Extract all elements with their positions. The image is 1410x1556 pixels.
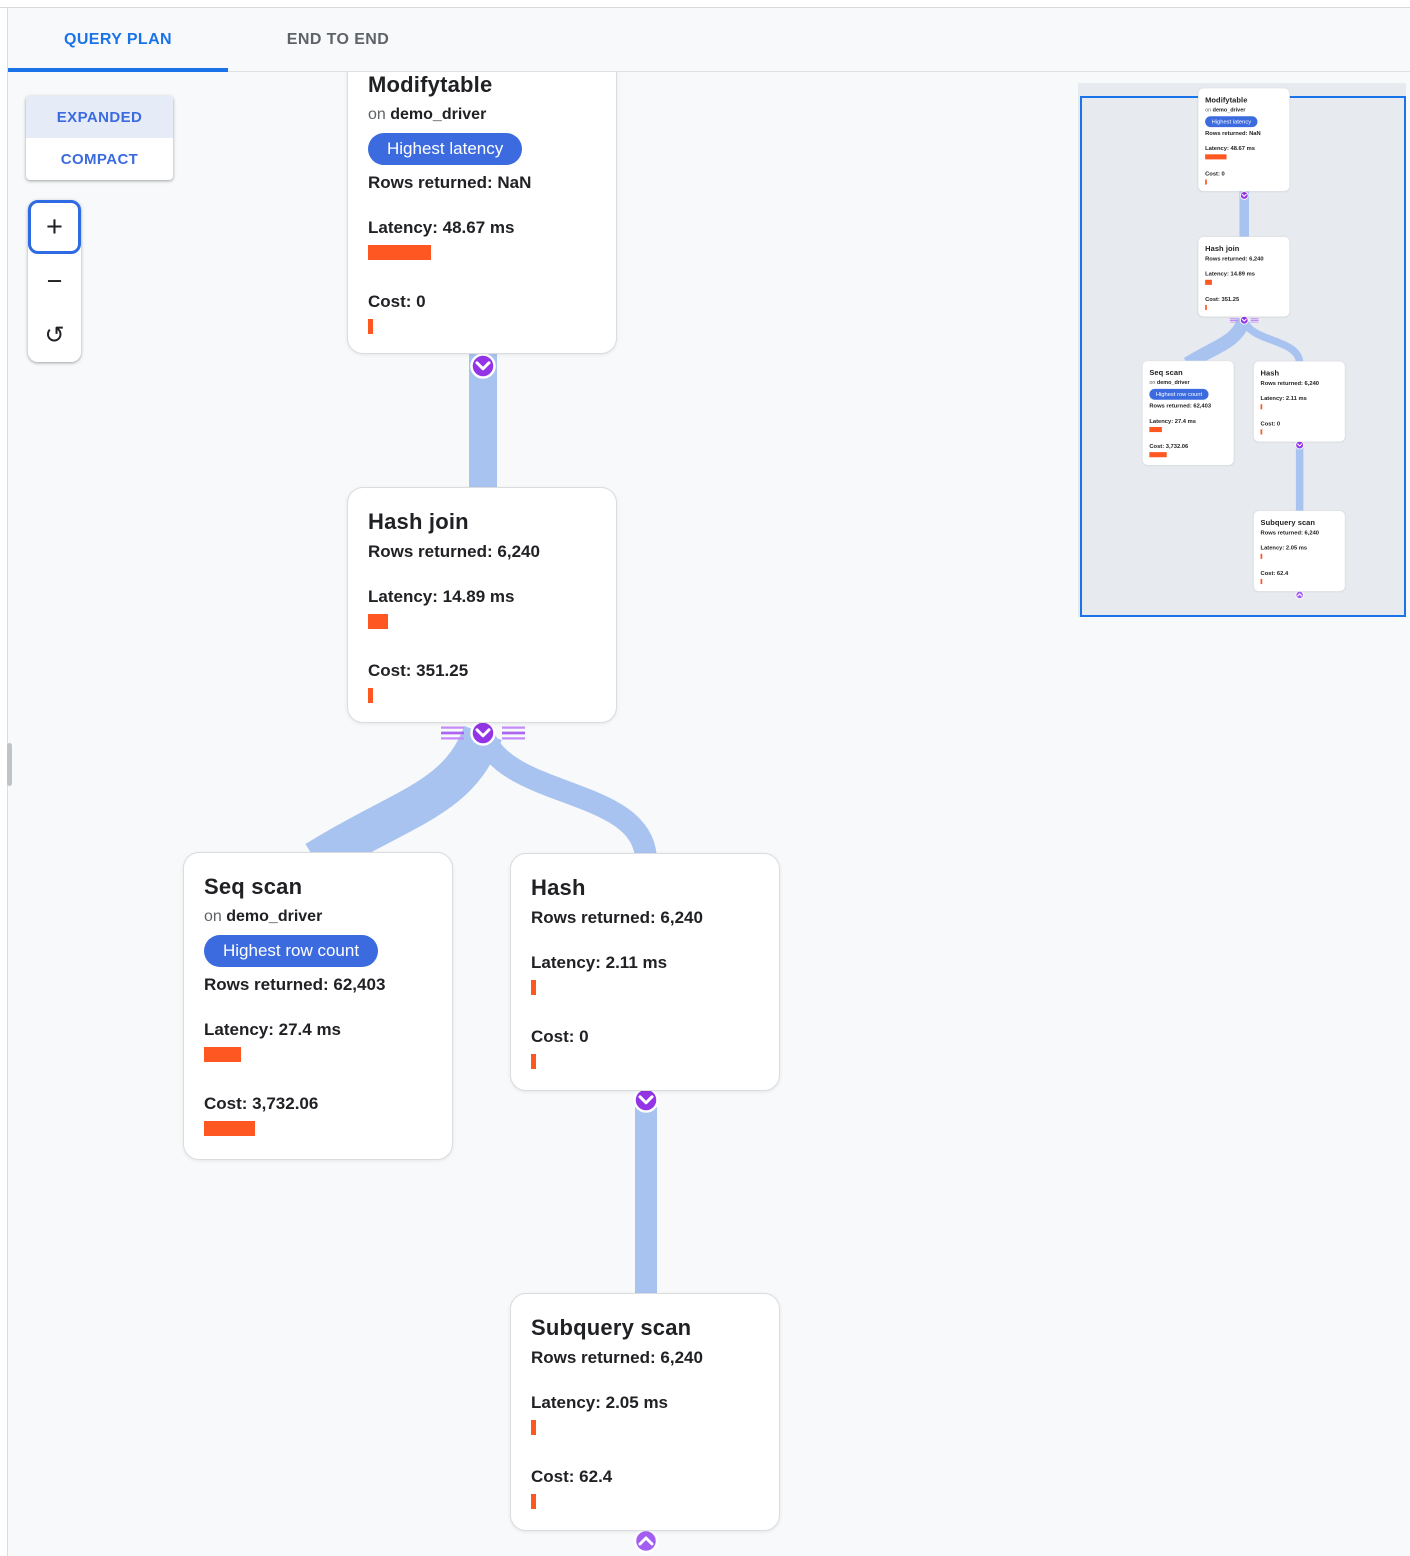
view-mode-toggle: EXPANDED COMPACT: [26, 96, 173, 180]
node-rows-returned: Rows returned: 6,240: [368, 542, 540, 561]
collapse-toggle-hash[interactable]: [633, 1087, 659, 1113]
expand-toggle-subquery[interactable]: [633, 1528, 659, 1554]
node-cost: Cost: 0: [368, 292, 426, 311]
cost-bar: [204, 1121, 255, 1136]
node-title: Seq scan: [204, 874, 303, 899]
cost-bar: [531, 1494, 536, 1509]
expanded-toggle-button[interactable]: EXPANDED: [26, 96, 173, 138]
zoom-controls: + − ↺: [28, 200, 81, 362]
node-latency: Latency: 2.11 ms: [531, 953, 668, 972]
node-latency: Latency: 48.67 ms: [368, 218, 515, 237]
node-latency: Latency: 14.89 ms: [368, 587, 515, 606]
node-latency: Latency: 2.05 ms: [531, 1393, 669, 1412]
node-table-line: on demo_driver: [204, 904, 432, 930]
junction-stripes: [441, 726, 525, 740]
node-rows-returned: Rows returned: 62,403: [204, 975, 386, 994]
highest-row-count-badge: Highest row count: [204, 935, 379, 967]
collapse-toggle-hashjoin[interactable]: [470, 720, 496, 746]
zoom-out-button[interactable]: −: [28, 254, 81, 308]
compact-toggle-button[interactable]: COMPACT: [60, 150, 139, 168]
node-cost: Cost: 351.25: [368, 661, 469, 680]
collapse-toggle-modifytable[interactable]: [470, 353, 496, 379]
latency-bar: [368, 614, 388, 629]
plan-node-seq-scan[interactable]: Seq scan on demo_driver Highest row coun…: [183, 852, 453, 1160]
tab-end-to-end-label: END TO END: [286, 30, 390, 48]
zoom-in-button[interactable]: +: [28, 200, 81, 254]
zoom-reset-button[interactable]: ↺: [28, 308, 81, 362]
node-on-prefix: on: [204, 908, 222, 925]
plan-node-hash-join[interactable]: Hash join Rows returned: 6,240 Latency: …: [347, 487, 617, 723]
plan-node-subquery-scan[interactable]: Subquery scan Rows returned: 6,240 Laten…: [510, 1293, 780, 1531]
plan-node-modifytable[interactable]: Modifytable on demo_driver Highest laten…: [347, 50, 617, 354]
active-tab-underline: [8, 68, 228, 72]
latency-bar: [531, 1420, 536, 1435]
tab-query-plan[interactable]: QUERY PLAN: [8, 8, 228, 72]
node-rows-returned: Rows returned: 6,240: [531, 1348, 703, 1367]
chevron-down-icon: [638, 1095, 654, 1105]
node-on-prefix: on: [368, 106, 386, 123]
edge-hashjoin-hash: [472, 728, 657, 863]
chevron-down-icon: [475, 361, 491, 371]
latency-bar: [204, 1047, 241, 1062]
tab-end-to-end[interactable]: END TO END: [228, 8, 448, 71]
node-rows-returned: Rows returned: NaN: [368, 173, 532, 192]
reset-icon: ↺: [44, 321, 65, 349]
plan-node-hash[interactable]: Hash Rows returned: 6,240 Latency: 2.11 …: [510, 853, 780, 1091]
node-title: Hash join: [368, 509, 469, 534]
top-divider: [0, 0, 1410, 8]
latency-bar: [368, 245, 431, 260]
cost-bar: [531, 1054, 536, 1069]
tab-query-plan-label: QUERY PLAN: [63, 30, 172, 48]
node-cost: Cost: 62.4: [531, 1467, 613, 1486]
node-rows-returned: Rows returned: 6,240: [531, 908, 703, 927]
cost-bar: [368, 319, 373, 334]
node-latency: Latency: 27.4 ms: [204, 1020, 342, 1039]
plus-icon: +: [46, 210, 63, 243]
node-table-line: on demo_driver: [368, 102, 596, 128]
tab-bar: QUERY PLAN END TO END: [8, 8, 1410, 72]
node-title: Hash: [531, 875, 586, 900]
node-title: Modifytable: [368, 72, 493, 97]
chevron-up-icon: [638, 1536, 654, 1546]
minimap-viewport[interactable]: [1080, 96, 1406, 617]
minus-icon: −: [46, 265, 63, 296]
node-table-name: demo_driver: [390, 106, 487, 123]
latency-bar: [531, 980, 536, 995]
edge-hashjoin-seqscan: [305, 725, 502, 878]
cost-bar: [368, 688, 373, 703]
node-title: Subquery scan: [531, 1315, 692, 1340]
node-table-name: demo_driver: [226, 908, 323, 925]
vertical-scrollbar-thumb[interactable]: [7, 743, 12, 786]
chevron-down-icon: [475, 728, 491, 738]
highest-latency-badge: Highest latency: [368, 133, 523, 165]
node-cost: Cost: 3,732.06: [204, 1094, 319, 1113]
node-cost: Cost: 0: [531, 1027, 589, 1046]
